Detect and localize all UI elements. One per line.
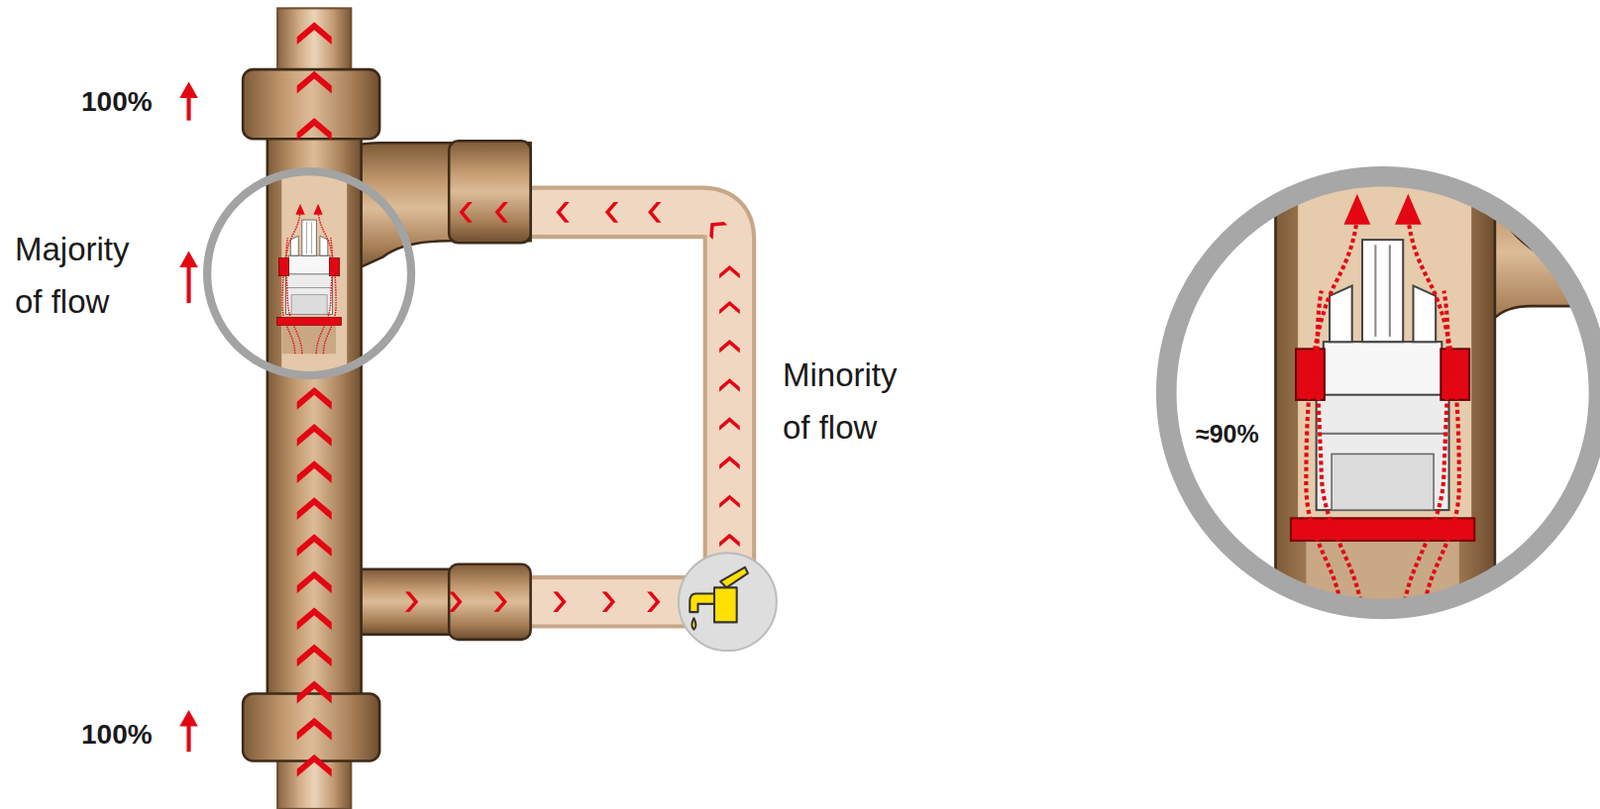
- flow-chevron: [297, 644, 332, 668]
- branch-pipe-outline: [525, 575, 694, 630]
- top-nut: [242, 69, 380, 139]
- flow-chevron: [297, 387, 332, 411]
- flow-chevron: [719, 339, 741, 353]
- label-arrows: [186, 94, 191, 752]
- valve-cartridge: [277, 204, 342, 354]
- pipe-section: [1275, 163, 1494, 623]
- label-arrowhead: [179, 710, 199, 727]
- tee-body: [267, 132, 362, 700]
- flow-label: Majority of flow: [14, 223, 154, 329]
- valve-cartridge: [1290, 194, 1475, 624]
- flow-chevron: [719, 301, 741, 315]
- label-arrowhead: [179, 250, 199, 267]
- flow-chevron: [719, 265, 741, 279]
- tap-circle: [678, 552, 777, 651]
- flow-chevron: [405, 592, 419, 614]
- tap-spout: [689, 594, 715, 614]
- percent-label: 100%: [81, 718, 153, 752]
- flow-chevron: [605, 202, 619, 223]
- zoom-circle: [1166, 176, 1600, 610]
- flow-label: Minority of flow: [782, 349, 922, 455]
- zoom-circle: [207, 171, 412, 376]
- percent-label: 100%: [81, 85, 153, 119]
- flow-chevron: [297, 681, 332, 705]
- return-pipe-outline: [525, 212, 730, 572]
- label-arrow: [186, 722, 191, 752]
- lower-branch-fitting: [346, 569, 459, 636]
- flow-chevron: [719, 495, 741, 509]
- flow-chevron: [719, 533, 741, 547]
- branch-pipe: [525, 579, 694, 625]
- tap-lever: [720, 567, 748, 589]
- flow-chevron: [719, 456, 741, 470]
- flow-chevron: [297, 460, 332, 484]
- return-pipe: [525, 212, 730, 572]
- label-arrowhead: [179, 82, 199, 99]
- flow-chevron: [646, 592, 660, 614]
- percent-label: ≈90%: [1195, 419, 1260, 449]
- upper-branch-nut: [448, 140, 531, 243]
- label-arrow: [186, 263, 191, 304]
- flow-chevron: [495, 202, 509, 223]
- flow-chevron: [555, 202, 569, 223]
- flow-chevron: [458, 202, 472, 223]
- flow-chevron: [719, 378, 741, 392]
- flow-chevrons: [297, 21, 741, 777]
- flow-chevron: [297, 607, 332, 631]
- water-drop: [691, 618, 696, 630]
- flow-chevron: [297, 718, 332, 742]
- tap-icon: [689, 567, 748, 631]
- flow-chevron: [703, 215, 728, 240]
- flow-chevron: [297, 570, 332, 594]
- bottom-nut: [242, 693, 380, 761]
- flow-chevron: [297, 424, 332, 447]
- small-zoom-content: [277, 142, 348, 388]
- flow-chevron: [297, 71, 332, 95]
- flow-chevron: [297, 117, 332, 141]
- lower-branch-nut: [448, 564, 531, 640]
- flow-chevron: [297, 754, 332, 778]
- flow-chevron: [297, 497, 332, 521]
- flow-chevron: [494, 592, 508, 614]
- flow-chevron: [719, 417, 741, 430]
- flow-chevron: [602, 592, 616, 614]
- flow-chevron: [297, 533, 332, 557]
- big-zoom-content: [1163, 153, 1600, 624]
- flow-chevron: [448, 592, 462, 614]
- flow-chevron: [647, 202, 661, 223]
- flow-chevron: [552, 592, 566, 614]
- tap-body: [714, 587, 738, 623]
- flow-chevron: [297, 21, 332, 45]
